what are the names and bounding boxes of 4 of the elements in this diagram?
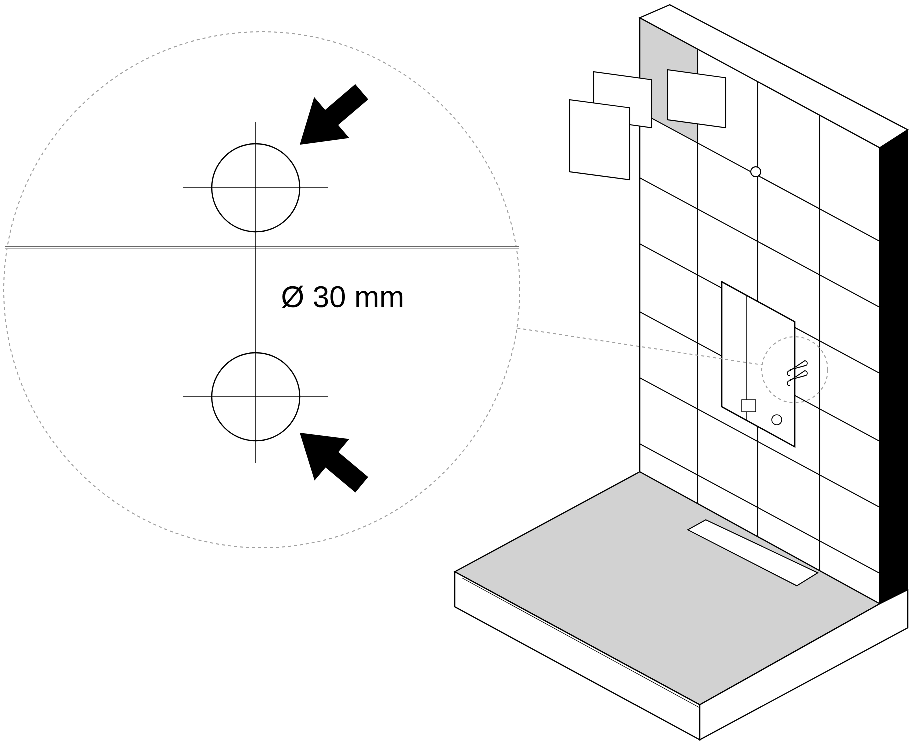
- callout-circle: [762, 336, 828, 404]
- leader-line: [517, 328, 762, 366]
- detail-circle: [4, 32, 520, 548]
- dimension-label: Ø 30 mm: [282, 286, 403, 308]
